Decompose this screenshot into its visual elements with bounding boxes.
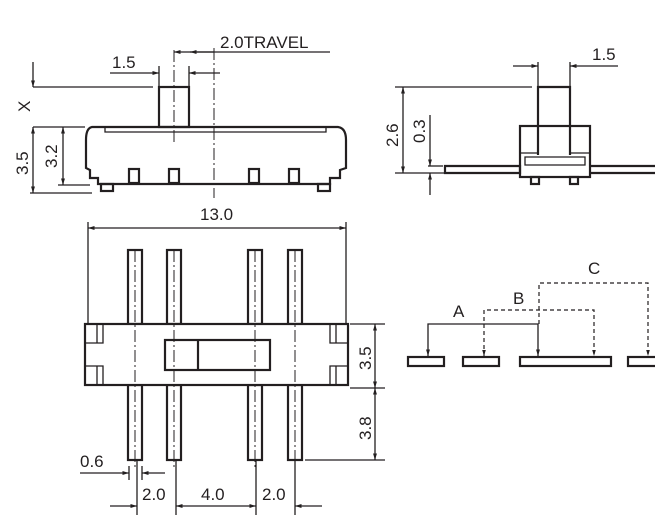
travel-label: 2.0TRAVEL — [220, 33, 309, 52]
lead-thickness-label: 0.3 — [410, 119, 429, 143]
knob-width-label: 1.5 — [112, 53, 136, 72]
body-height-label: 3.5 — [13, 151, 32, 175]
pin-length-label: 3.8 — [356, 416, 375, 440]
pin-width-label: 0.6 — [80, 452, 104, 471]
knob-height-label: X — [15, 101, 34, 112]
end-view: 1.5 2.6 0.3 — [383, 45, 655, 195]
pitch-1-label: 2.0 — [142, 485, 166, 504]
pitch-2-label: 4.0 — [201, 485, 225, 504]
top-view: 13.0 3.5 3.8 0.6 2.0 4.0 2.0 — [80, 205, 385, 515]
width-label: 3.5 — [356, 346, 375, 370]
length-label: 13.0 — [200, 205, 233, 224]
positions-diagram: A B C — [406, 259, 655, 368]
end-knob-width-label: 1.5 — [592, 45, 616, 64]
end-height-label: 2.6 — [383, 123, 402, 147]
body-inner-height-label: 3.2 — [42, 144, 61, 168]
position-a-label: A — [453, 302, 465, 321]
position-c-label: C — [588, 259, 600, 278]
pitch-3-label: 2.0 — [262, 485, 286, 504]
position-b-label: B — [513, 289, 524, 308]
side-view: 2.0TRAVEL 1.5 X 3.5 3.2 — [13, 33, 348, 198]
